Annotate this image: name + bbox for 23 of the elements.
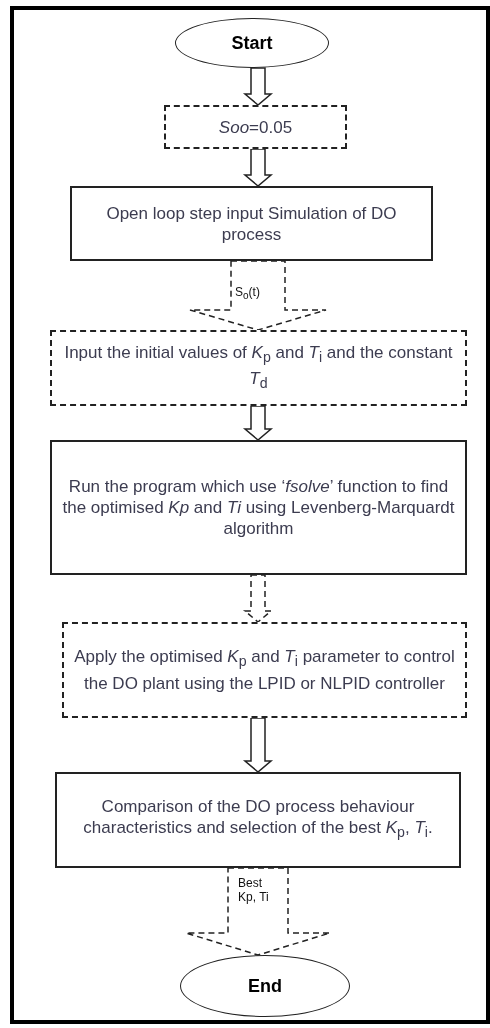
block-arrow [242, 574, 274, 623]
input-box [62, 622, 467, 718]
block-arrow [242, 148, 274, 187]
parameter-box [164, 105, 347, 149]
edge-label: S$_{o}$(t) [235, 285, 261, 304]
block-arrow [242, 67, 274, 106]
block-arrow [242, 405, 274, 441]
step-text: Open loop step input Simulation of DO process [105, 202, 398, 245]
process-box [50, 440, 467, 575]
process-box [55, 772, 461, 868]
step-text: Run the program which use ‘fsolve’ function to find the optimised Kp and Ti using Levenberg-Marquardt algorithm [61, 476, 456, 539]
step-text: Comparison of the DO process behaviour characteristics and selection of the best K$_{p}$, T$_{i}$. [82, 796, 434, 843]
process-box [70, 186, 433, 261]
block-arrow [242, 717, 274, 773]
block-arrow [185, 867, 331, 956]
step-text: Input the initial values of K$_{p}$ and T$_{i}$ and the constant T$_{d}$ [63, 341, 454, 394]
edge-label: Best Kp, Ti [238, 876, 270, 904]
input-box [50, 330, 467, 406]
step-text: Start [230, 32, 274, 54]
step-text: Soo=0.05 [217, 116, 294, 138]
block-arrow [189, 260, 327, 331]
step-text: Apply the optimised K$_{p}$ and T$_{i}$ parameter to control the DO plant using the LPID or NLPID controller [73, 646, 456, 694]
step-text: End [247, 975, 283, 997]
